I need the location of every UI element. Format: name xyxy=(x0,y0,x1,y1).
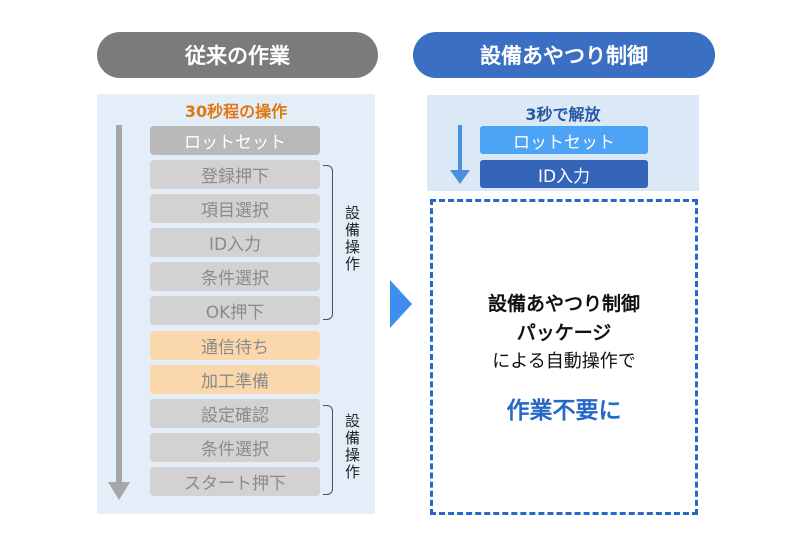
step-condition-select: 条件選択 xyxy=(150,262,320,291)
equipment-control-header: 設備あやつり制御 xyxy=(413,32,715,78)
equipment-operation-bracket-2 xyxy=(323,405,333,495)
step-settings-confirm: 設定確認 xyxy=(150,399,320,428)
auto-flow-arrow-down-icon xyxy=(450,170,470,184)
equipment-operation-label-1: 設備操作 xyxy=(343,205,361,273)
auto-flow-arrow-line xyxy=(458,125,462,173)
step-lot-set: ロットセット xyxy=(150,126,320,155)
step-ok-press: OK押下 xyxy=(150,296,320,325)
conventional-work-header: 従来の作業 xyxy=(97,32,378,78)
step-machining-prep: 加工準備 xyxy=(150,365,320,394)
flow-arrow-line xyxy=(116,125,122,485)
step-id-input: ID入力 xyxy=(150,228,320,257)
step-wait-communication: 通信待ち xyxy=(150,331,320,360)
automated-duration-caption: 3秒で解放 xyxy=(525,105,601,124)
equipment-operation-bracket-1 xyxy=(323,165,333,320)
transition-arrow-right-icon xyxy=(390,280,412,328)
no-work-required-text: 作業不要に xyxy=(506,398,622,424)
package-name-line: 設備あやつり制御 xyxy=(487,293,640,315)
flow-arrow-down-icon xyxy=(108,482,130,500)
auto-step-id-input: ID入力 xyxy=(480,160,648,188)
step-condition-select-2: 条件選択 xyxy=(150,433,320,462)
package-label-line: パッケージ xyxy=(516,322,612,344)
step-item-select: 項目選択 xyxy=(150,194,320,223)
equipment-operation-label-2: 設備操作 xyxy=(343,413,361,481)
automation-result-box xyxy=(430,199,698,515)
conventional-duration-caption: 30秒程の操作 xyxy=(184,102,288,121)
step-start-press: スタート押下 xyxy=(150,467,320,496)
automation-description: による自動操作で xyxy=(492,351,636,372)
auto-step-lot-set: ロットセット xyxy=(480,126,648,154)
step-register-press: 登録押下 xyxy=(150,160,320,189)
